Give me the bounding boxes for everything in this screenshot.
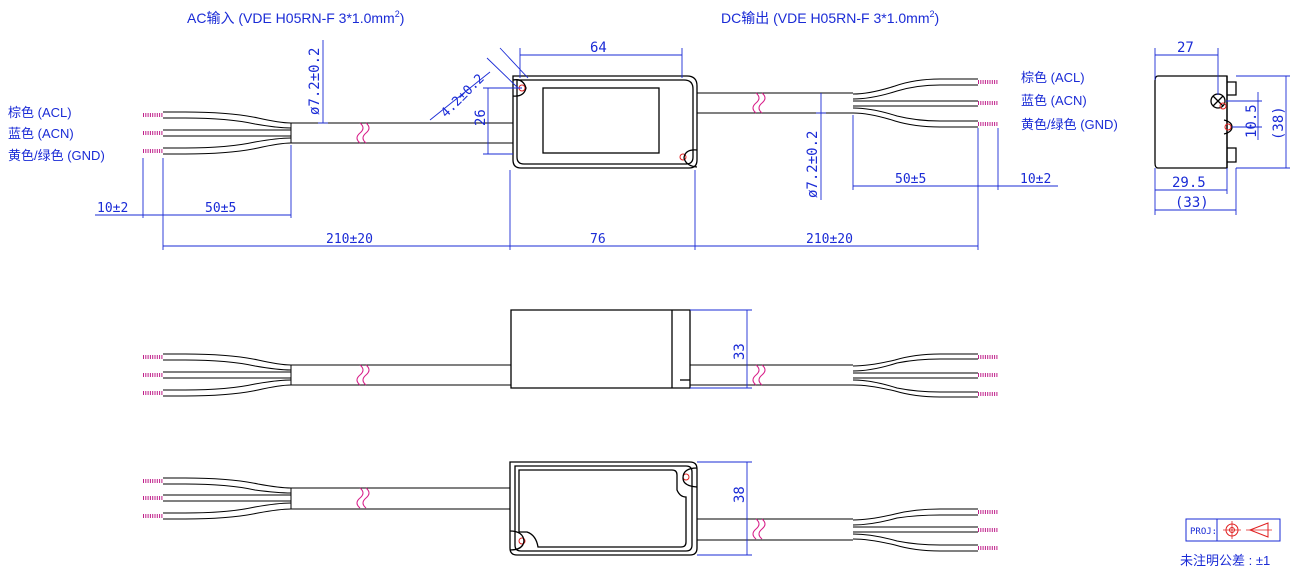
svg-text:ø7.2±0.2: ø7.2±0.2 bbox=[805, 131, 821, 198]
first-angle-projection-icon bbox=[1223, 521, 1272, 539]
svg-text:76: 76 bbox=[590, 232, 606, 247]
svg-text:64: 64 bbox=[590, 40, 607, 56]
housing-bottom-view bbox=[509, 461, 698, 556]
svg-text:ø7.2±0.2: ø7.2±0.2 bbox=[307, 48, 323, 115]
dimension-chain-top-view: 10±2 50±5 210±20 76 210±20 50±5 10±2 bbox=[95, 115, 1058, 250]
right-wires-side bbox=[852, 353, 998, 398]
left-wires-side bbox=[143, 353, 292, 397]
svg-text:10±2: 10±2 bbox=[97, 201, 128, 216]
svg-text:PROJ:: PROJ: bbox=[1190, 527, 1217, 537]
housing-end-view bbox=[1154, 75, 1237, 169]
left-label-gnd: 黄色/绿色 (GND) bbox=[8, 148, 105, 163]
svg-text:50±5: 50±5 bbox=[895, 172, 926, 187]
housing-side-view bbox=[510, 309, 691, 389]
svg-text:29.5: 29.5 bbox=[1172, 175, 1206, 191]
right-cable-top bbox=[697, 92, 853, 114]
right-cable-bottom bbox=[697, 518, 853, 541]
right-label-acn: 蓝色 (ACN) bbox=[1021, 93, 1087, 108]
right-label-gnd: 黄色/绿色 (GND) bbox=[1021, 117, 1118, 132]
dc-output-title: DC输出 (VDE H05RN-F 3*1.0mm2) bbox=[721, 9, 939, 26]
svg-text:27: 27 bbox=[1177, 40, 1194, 56]
svg-text:38: 38 bbox=[732, 486, 748, 503]
left-wires-top bbox=[143, 111, 292, 155]
svg-text:210±20: 210±20 bbox=[326, 232, 373, 247]
right-label-acl: 棕色 (ACL) bbox=[1021, 70, 1085, 85]
right-cable-side bbox=[690, 364, 853, 386]
left-wires-bottom bbox=[143, 477, 292, 520]
tolerance-note: 未注明公差 : ±1 bbox=[1180, 553, 1270, 568]
svg-text:10.5: 10.5 bbox=[1244, 104, 1260, 138]
svg-text:33: 33 bbox=[732, 343, 748, 360]
right-wires-top bbox=[852, 78, 998, 128]
dimension-cable-dia-right: ø7.2±0.2 bbox=[805, 93, 826, 200]
dimension-38: 38 bbox=[697, 461, 752, 556]
left-label-acl: 棕色 (ACL) bbox=[8, 105, 72, 120]
end-view-dimensions: 27 10.5 (38) 29.5 (33) bbox=[1154, 40, 1290, 215]
ac-input-title: AC输入 (VDE H05RN-F 3*1.0mm2) bbox=[187, 9, 404, 26]
right-wires-bottom bbox=[852, 508, 998, 552]
left-label-acn: 蓝色 (ACN) bbox=[8, 126, 74, 141]
projection-box: PROJ: bbox=[1185, 518, 1281, 542]
dimension-26: 26 bbox=[473, 87, 522, 155]
left-cable-bottom bbox=[290, 487, 510, 510]
dimension-cable-dia-left: ø7.2±0.2 bbox=[307, 40, 328, 124]
svg-text:(38): (38) bbox=[1271, 106, 1287, 140]
svg-text:26: 26 bbox=[473, 109, 489, 126]
housing-top-view bbox=[512, 75, 698, 169]
svg-text:50±5: 50±5 bbox=[205, 201, 236, 216]
svg-text:(33): (33) bbox=[1175, 195, 1209, 211]
dimension-64: 64 bbox=[519, 40, 683, 78]
svg-text:10±2: 10±2 bbox=[1020, 172, 1051, 187]
left-cable-side bbox=[290, 364, 511, 386]
dimension-33: 33 bbox=[690, 309, 752, 389]
svg-text:210±20: 210±20 bbox=[806, 232, 853, 247]
